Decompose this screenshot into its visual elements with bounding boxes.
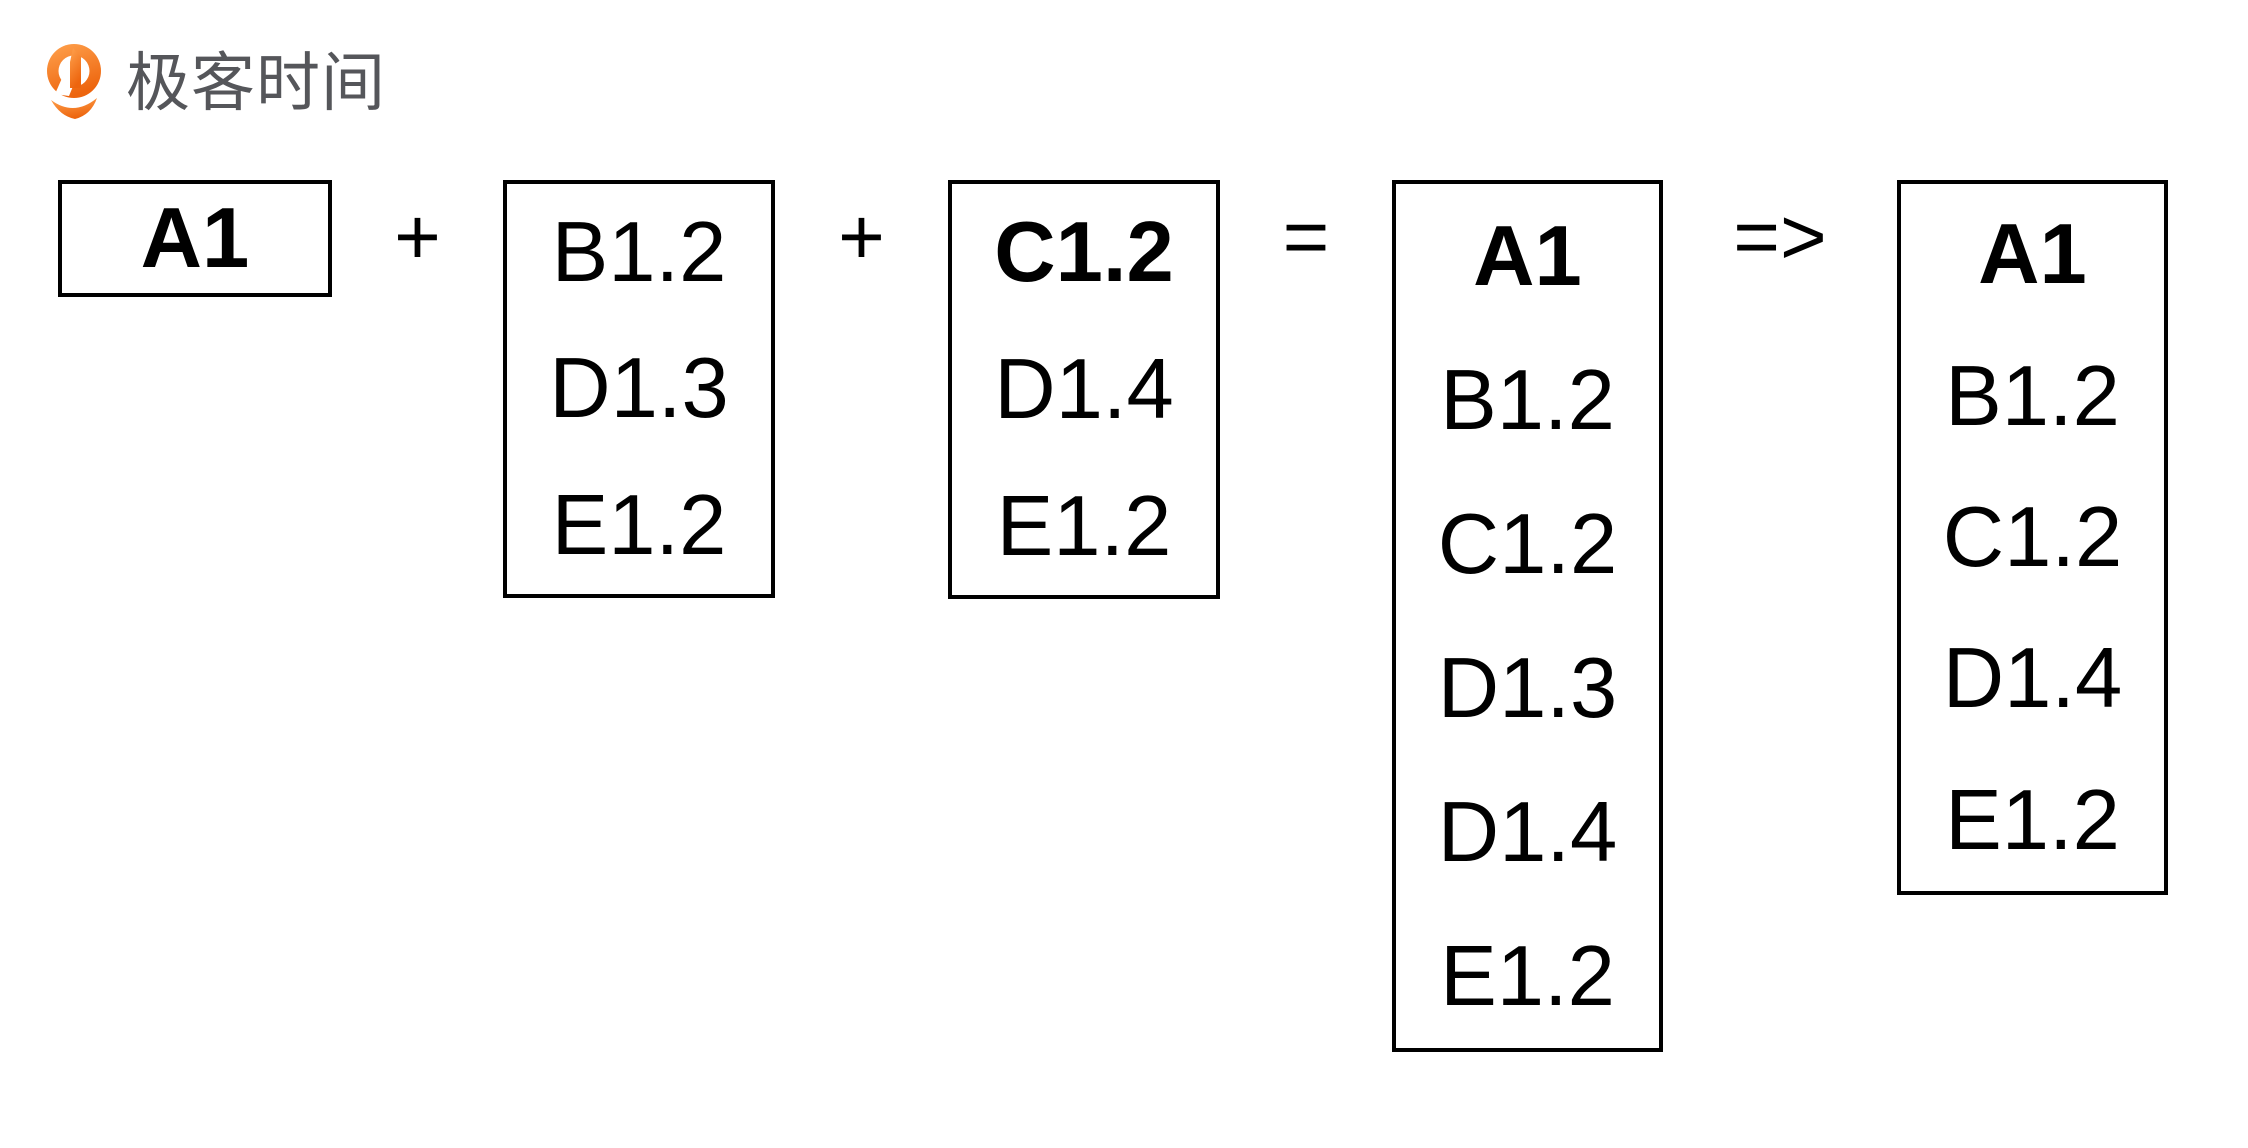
dependency-label: B1.2 (1945, 348, 2120, 444)
dependency-label: E1.2 (1440, 928, 1615, 1024)
geektime-pin-icon (47, 44, 101, 119)
dependency-label: D1.4 (994, 342, 1174, 437)
dependency-label: A1 (140, 191, 250, 286)
box-merged-dependency-list: A1 B1.2 C1.2 D1.3 D1.4 E1.2 (1392, 180, 1663, 1052)
dependency-label: C1.2 (1437, 496, 1618, 592)
box-resolved-dependency-list: A1 B1.2 C1.2 D1.4 E1.2 (1897, 180, 2168, 895)
plus-operator: + (394, 192, 441, 281)
geektime-logo: 极客时间 (42, 38, 386, 128)
box-dependency-set-c: C1.2 D1.4 E1.2 (948, 180, 1220, 599)
dependency-label: D1.4 (1437, 784, 1618, 880)
dependency-label: D1.3 (549, 341, 729, 437)
arrow-operator: => (1733, 192, 1827, 281)
dependency-label: D1.3 (1437, 640, 1618, 736)
dependency-label: E1.2 (996, 479, 1172, 574)
box-dependency-set-b: B1.2 D1.3 E1.2 (503, 180, 775, 598)
dependency-label: C1.2 (994, 205, 1174, 300)
dependency-label: B1.2 (551, 204, 727, 300)
dependency-label: E1.2 (551, 478, 727, 574)
dependency-label: A1 (1978, 207, 2087, 303)
box-package-root: A1 (58, 180, 332, 297)
dependency-label: A1 (1473, 208, 1582, 304)
dependency-label: C1.2 (1942, 489, 2123, 585)
equals-operator: = (1282, 192, 1330, 281)
dependency-label: D1.4 (1942, 631, 2123, 727)
brand-text: 极客时间 (126, 47, 386, 119)
dependency-label: B1.2 (1440, 352, 1615, 448)
plus-operator: + (838, 192, 885, 281)
dependency-label: E1.2 (1945, 772, 2120, 868)
